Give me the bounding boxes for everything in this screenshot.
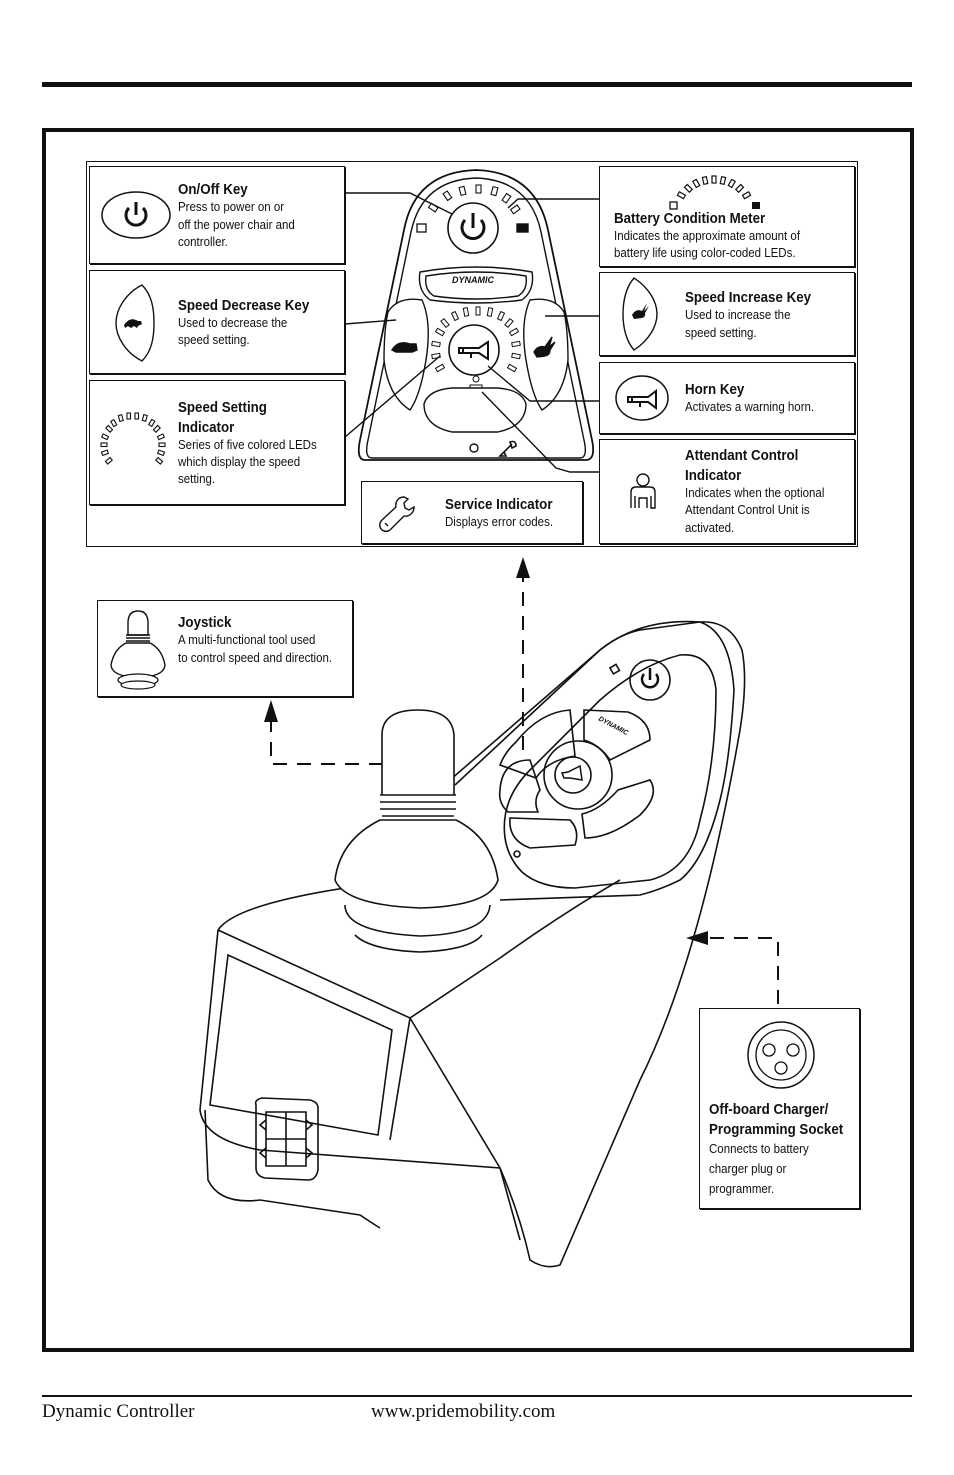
charger-title-2: Programming Socket <box>709 1122 844 1138</box>
speed-setting-desc-3: setting. <box>178 472 216 486</box>
onoff-title: On/Off Key <box>178 182 248 198</box>
turtle-icon <box>115 284 155 362</box>
power-icon <box>101 191 171 239</box>
service-title: Service Indicator <box>445 497 553 513</box>
battery-meter-callout: Battery Condition Meter Indicates the ap… <box>599 166 855 267</box>
charger-desc-1: Connects to battery <box>709 1142 809 1156</box>
person-icon <box>630 473 656 509</box>
attendant-title-1: Attendant Control <box>685 448 799 464</box>
charger-desc-2: charger plug or <box>709 1162 787 1176</box>
speed-setting-callout: Speed Setting Indicator Series of five c… <box>89 380 345 505</box>
onoff-desc-1: Press to power on or <box>178 200 285 214</box>
socket-icon <box>747 1021 815 1089</box>
speed-setting-desc-1: Series of five colored LEDs <box>178 438 317 452</box>
battery-icon <box>669 175 760 210</box>
battery-desc-1: Indicates the approximate amount of <box>614 229 801 243</box>
rabbit-icon <box>622 277 658 351</box>
joystick-desc-2: to control speed and direction. <box>178 651 333 665</box>
header-rule <box>42 82 912 87</box>
speed-increase-callout: Speed Increase Key Used to increase the … <box>599 272 855 356</box>
attendant-desc-1: Indicates when the optional <box>685 486 825 500</box>
speed-decrease-callout: Speed Decrease Key Used to decrease the … <box>89 270 345 374</box>
horn-key-callout: Horn Key Activates a warning horn. <box>599 362 855 434</box>
speed-increase-title: Speed Increase Key <box>685 290 812 306</box>
charger-desc-3: programmer. <box>709 1182 775 1196</box>
charger-title-1: Off-board Charger/ <box>709 1102 829 1118</box>
onoff-key-callout: On/Off Key Press to power on or off the … <box>89 166 345 264</box>
battery-title: Battery Condition Meter <box>614 211 766 227</box>
footer-title: Dynamic Controller <box>42 1401 195 1422</box>
speed-setting-desc-2: which display the speed <box>178 455 301 469</box>
speed-decrease-title: Speed Decrease Key <box>178 298 310 314</box>
keypad-detail-panel <box>86 161 858 547</box>
attendant-desc-2: Attendant Control Unit is <box>685 503 810 517</box>
joystick-desc-1: A multi-functional tool used <box>178 633 316 647</box>
battery-desc-2: battery life using color-coded LEDs. <box>614 246 796 260</box>
figure-frame <box>42 128 914 1352</box>
charger-socket-callout: Off-board Charger/ Programming Socket Co… <box>699 1008 860 1209</box>
onoff-desc-3: controller. <box>178 235 228 249</box>
speed-increase-desc-1: Used to increase the <box>685 308 791 322</box>
speed-setting-title-2: Indicator <box>178 420 235 436</box>
speed-setting-title-1: Speed Setting <box>178 400 267 416</box>
footer-rule <box>42 1395 912 1397</box>
horn-icon <box>615 375 669 421</box>
attendant-callout: Attendant Control Indicator Indicates wh… <box>599 439 855 544</box>
speed-decrease-desc-2: speed setting. <box>178 333 250 347</box>
joystick-title: Joystick <box>178 615 232 631</box>
footer-url[interactable]: www.pridemobility.com <box>371 1401 556 1422</box>
onoff-desc-2: off the power chair and <box>178 218 295 232</box>
wrench-icon <box>379 496 415 533</box>
horn-title: Horn Key <box>685 382 745 398</box>
attendant-title-2: Indicator <box>685 468 742 484</box>
horn-desc-1: Activates a warning horn. <box>685 400 815 414</box>
attendant-desc-3: activated. <box>685 521 735 535</box>
speed-decrease-desc-1: Used to decrease the <box>178 316 288 330</box>
speed-leds-icon <box>100 412 166 465</box>
service-desc-1: Displays error codes. <box>445 515 554 529</box>
joystick-callout: Joystick A multi-functional tool used to… <box>97 600 353 697</box>
service-indicator-callout: Service Indicator Displays error codes. <box>361 481 583 544</box>
speed-increase-desc-2: speed setting. <box>685 326 757 340</box>
joystick-icon <box>110 610 166 690</box>
